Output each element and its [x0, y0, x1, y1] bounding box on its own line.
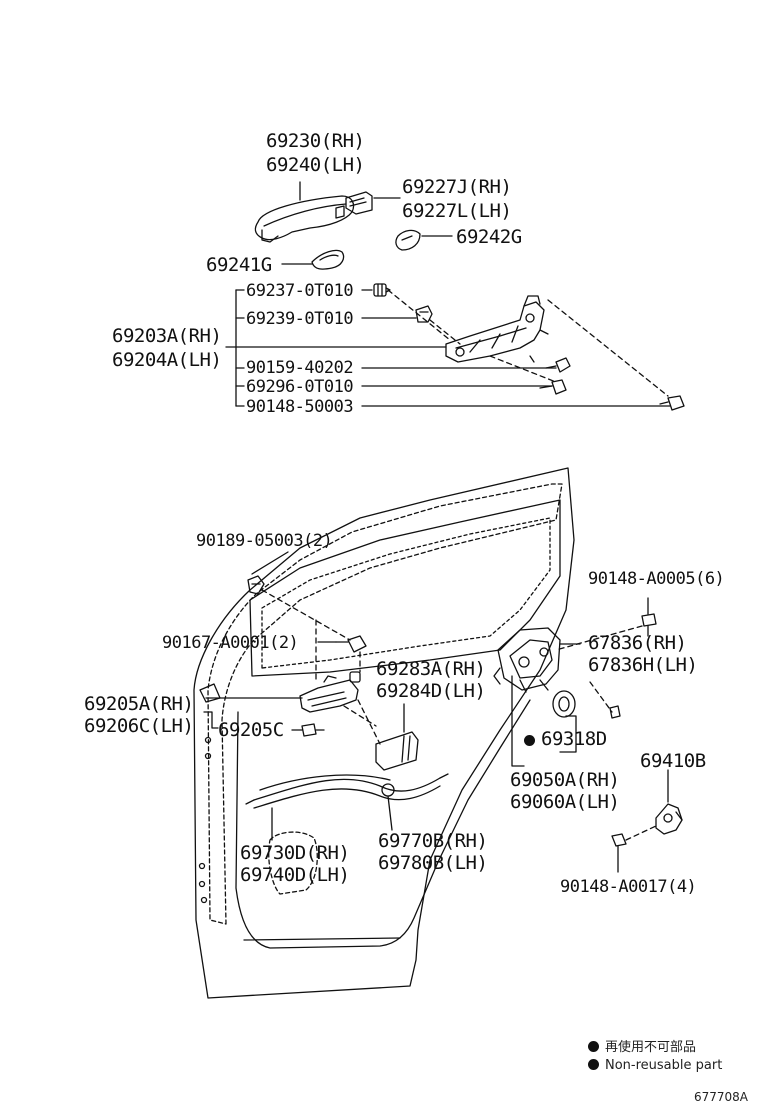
label-69050a: 69050A(RH) [510, 769, 620, 791]
label-69227j: 69227J(RH) [402, 176, 512, 198]
screw-90167-drawing [335, 635, 367, 653]
handle-cover-drawing [335, 191, 373, 219]
label-69060a: 69060A(LH) [510, 791, 620, 813]
label-69203a: 69203A(RH) [112, 325, 222, 347]
label-90167: 90167-A0001(2) [162, 633, 299, 653]
label-69206c: 69206C(LH) [84, 715, 194, 737]
legend-jp-text: 再使用不可部品 [605, 1040, 697, 1055]
handle-frame-drawing [445, 295, 549, 363]
handle-pad-drawing [311, 249, 345, 270]
screw-90148-50003-drawing [659, 395, 685, 411]
label-69770b: 69770B(RH) [378, 830, 488, 852]
label-69242g: 69242G [456, 226, 522, 248]
label-67836h: 67836H(LH) [588, 654, 698, 676]
label-69230: 69230(RH) [266, 130, 365, 152]
key-cylinder-cap-drawing [395, 229, 421, 251]
legend-jp: 再使用不可部品 [588, 1036, 696, 1055]
door-lock-drawing [493, 627, 561, 693]
label-69410b: 69410B [640, 750, 706, 772]
label-69204a: 69204A(LH) [112, 349, 222, 371]
label-67836-rh: 67836(RH) [588, 632, 687, 654]
label-69241g: 69241G [206, 254, 272, 276]
striker-drawing [655, 803, 683, 835]
inside-handle-drawing [299, 671, 361, 713]
label-69730d: 69730D(RH) [240, 842, 350, 864]
label-69780b: 69780B(LH) [378, 852, 488, 874]
screw-90148-a0017-drawing [611, 833, 627, 873]
legend-dot-icon [588, 1059, 599, 1070]
legend-dot-icon [588, 1041, 599, 1052]
pin-67836-drawing [609, 705, 621, 719]
label-69237: 69237-0T010 [246, 281, 354, 301]
label-69283a: 69283A(RH) [376, 658, 486, 680]
outside-handle-drawing [254, 195, 355, 243]
label-69239: 69239-0T010 [246, 309, 354, 329]
door-cables-drawing [245, 773, 449, 809]
illustration-code: 677708A [694, 1090, 749, 1104]
screw-90159-drawing [545, 357, 571, 373]
label-69227l: 69227L(LH) [402, 200, 512, 222]
clip-69237-drawing [373, 283, 391, 297]
label-69205c: 69205C [218, 719, 284, 741]
label-90159: 90159-40202 [246, 358, 354, 378]
lock-cover-washer-drawing [552, 690, 576, 718]
legend-en-text: Non-reusable part [605, 1058, 723, 1073]
label-90148-a0005: 90148-A0005(6) [588, 569, 725, 589]
label-69740d: 69740D(LH) [240, 864, 350, 886]
label-69205a: 69205A(RH) [84, 693, 194, 715]
label-69318d: 69318D [524, 728, 607, 750]
clip-90189-drawing [247, 575, 265, 595]
non-reusable-marker-icon [524, 735, 535, 746]
screw-69205c-drawing [301, 723, 325, 737]
screw-69296-drawing [539, 379, 567, 395]
label-69240: 69240(LH) [266, 154, 365, 176]
label-90189: 90189-05003(2) [196, 531, 333, 551]
handle-bezel-drawing [375, 731, 419, 771]
legend-en: Non-reusable part [588, 1058, 722, 1073]
clip-69239-drawing [415, 305, 433, 323]
label-90148-a0017: 90148-A0017(4) [560, 877, 697, 897]
label-69284d: 69284D(LH) [376, 680, 486, 702]
label-69318d-text: 69318D [541, 728, 607, 750]
label-69296: 69296-0T010 [246, 377, 354, 397]
label-90148-50003: 90148-50003 [246, 397, 354, 417]
screw-90148-a0005-drawing [641, 613, 657, 637]
